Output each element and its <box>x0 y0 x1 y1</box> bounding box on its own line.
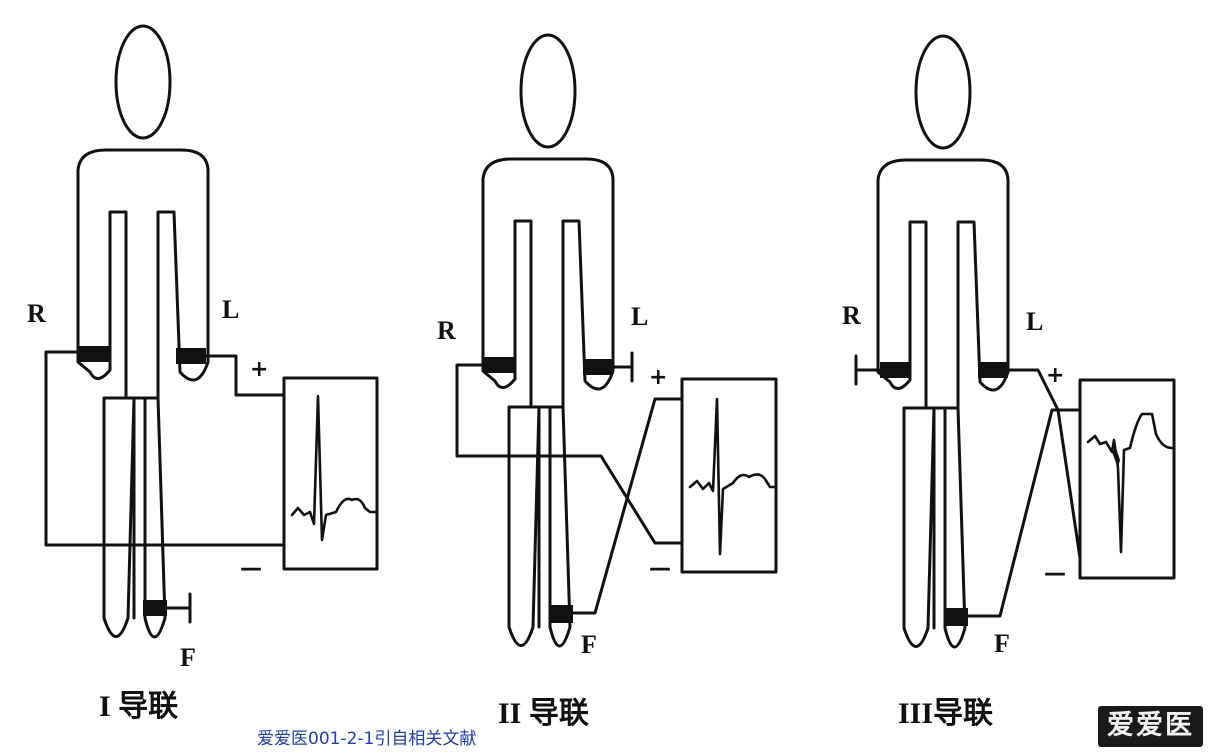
label-plus: + <box>649 365 667 390</box>
leg-left-outline <box>102 396 136 638</box>
leg-right-outline <box>932 406 967 649</box>
label-l: L <box>631 302 648 331</box>
label-l: L <box>222 295 239 324</box>
label-f: F <box>581 630 597 659</box>
wire-left-arm-positive <box>204 354 286 397</box>
wire-left-foot-positive <box>966 408 1082 618</box>
ecg-waveform-lead-iii-fill <box>1112 448 1120 468</box>
ecg-waveform-lead-iii <box>1086 412 1174 554</box>
leg-left-outline <box>507 405 541 647</box>
electrode-left-foot <box>549 605 573 623</box>
lead-iii-panel: R L + — F III导联 <box>842 34 1176 730</box>
electrode-left-foot <box>143 600 167 616</box>
site-watermark-logo: 爱爱医 <box>1098 706 1203 747</box>
ecg-display-box <box>680 377 778 574</box>
electrode-left-arm <box>176 348 206 364</box>
electrode-right-arm <box>880 362 910 378</box>
electrode-right-arm <box>483 357 515 373</box>
electrode-left-arm <box>978 362 1008 378</box>
caption-lead-iii: III导联 <box>898 697 993 730</box>
torso-outline <box>76 148 210 400</box>
label-plus: + <box>1046 363 1064 388</box>
wire-right-arm-negative <box>455 363 684 545</box>
wire-right-arm-negative <box>44 350 286 547</box>
wire-left-foot-positive <box>571 397 684 615</box>
electrode-left-foot <box>944 608 968 626</box>
leg-right-outline <box>132 396 167 639</box>
ground-wire-foot <box>165 592 192 624</box>
leg-right-outline <box>537 405 572 648</box>
human-figure <box>76 24 210 639</box>
ecg-display-box <box>282 376 379 571</box>
label-minus: — <box>1044 561 1066 586</box>
label-plus: + <box>250 357 268 382</box>
torso-outline <box>876 158 1010 410</box>
source-citation-link[interactable]: 爱爱医001-2-1引自相关文献 <box>257 729 477 749</box>
human-figure <box>481 33 615 648</box>
label-f: F <box>180 643 196 672</box>
human-figure <box>876 34 1010 649</box>
ecg-waveform-lead-ii <box>688 397 777 556</box>
leg-left-outline <box>902 406 936 648</box>
electrode-left-arm <box>583 359 613 375</box>
caption-lead-ii: II 导联 <box>498 697 589 730</box>
wire-left-arm-negative <box>1006 368 1082 560</box>
label-minus: — <box>240 556 262 581</box>
ecg-display-box <box>1078 378 1176 580</box>
lead-ii-panel: R L + — F II 导联 <box>437 33 778 730</box>
lead-i-panel: R L + — F I 导联 <box>27 24 379 723</box>
ecg-waveform-lead-i <box>290 394 378 542</box>
caption-lead-i: I 导联 <box>99 690 178 723</box>
label-r: R <box>27 299 46 328</box>
label-r: R <box>842 301 861 330</box>
ground-wire-left-arm <box>611 351 634 383</box>
ground-wire-right-arm <box>854 354 882 386</box>
label-l: L <box>1026 307 1043 336</box>
label-f: F <box>994 629 1010 658</box>
electrode-right-arm <box>78 346 110 362</box>
label-r: R <box>437 316 456 345</box>
label-minus: — <box>649 556 671 581</box>
torso-outline <box>481 157 615 409</box>
